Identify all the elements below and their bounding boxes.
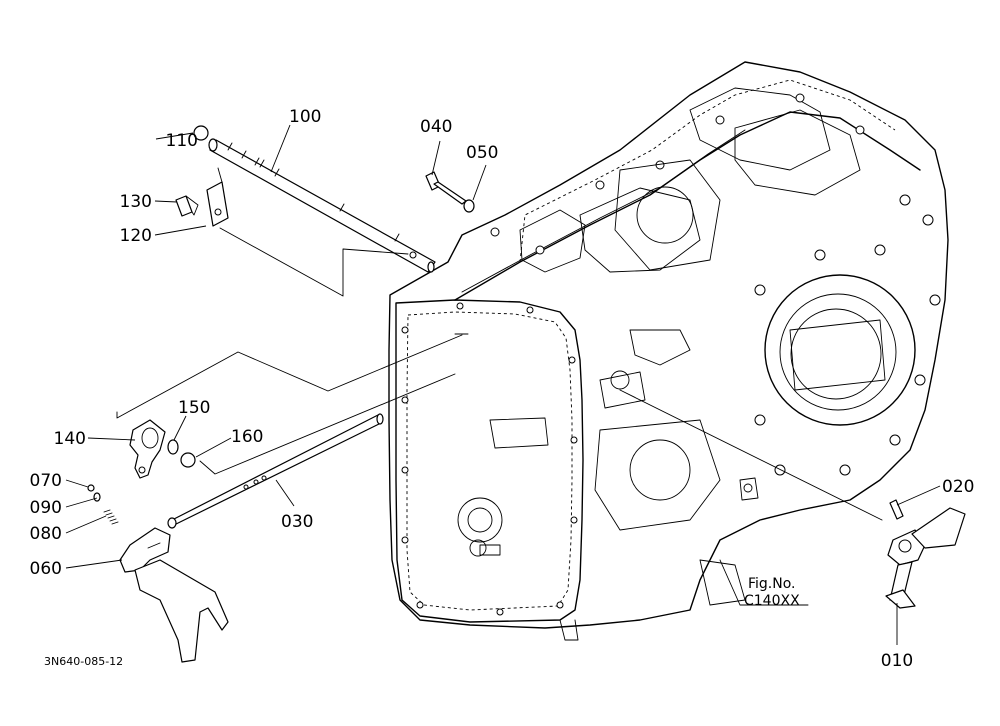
figure-ref-label: Fig.No. — [748, 576, 796, 592]
callout-050: 050 — [466, 143, 498, 163]
callout-leaders — [65, 124, 941, 645]
callout-130: 130 — [120, 192, 152, 212]
drawing-code: 3N640-085-12 — [44, 655, 123, 668]
washer-050 — [463, 199, 475, 213]
callout-070: 070 — [30, 471, 62, 491]
lever-010 — [885, 507, 966, 609]
lever-140 — [129, 419, 166, 479]
callout-080: 080 — [30, 524, 62, 544]
callout-140: 140 — [54, 429, 86, 449]
callout-060: 060 — [30, 559, 62, 579]
callout-010: 010 — [881, 651, 913, 671]
spring-080 — [103, 509, 119, 525]
ball-090 — [93, 492, 101, 502]
assembly-guide-lines — [116, 227, 883, 606]
o-ring-160 — [180, 452, 196, 468]
transmission-case — [388, 61, 949, 641]
callout-120: 120 — [120, 226, 152, 246]
front-face-bolt-holes — [401, 227, 578, 616]
ball-070 — [87, 484, 95, 492]
pin-020 — [889, 499, 904, 520]
plate-120 — [206, 181, 229, 227]
callout-030: 030 — [281, 512, 313, 532]
callout-040: 040 — [420, 117, 452, 137]
shift-fork-060 — [119, 527, 229, 663]
callout-100: 100 — [289, 107, 321, 127]
callout-160: 160 — [231, 427, 263, 447]
bolt-130 — [175, 195, 199, 217]
callout-020: 020 — [942, 477, 974, 497]
flange-bolt-holes — [595, 93, 941, 476]
shaft-100 — [208, 138, 436, 273]
o-ring-110 — [193, 125, 209, 141]
callout-090: 090 — [30, 498, 62, 518]
callout-150: 150 — [178, 398, 210, 418]
bolt-040 — [425, 171, 467, 205]
rod-030 — [167, 413, 384, 529]
callout-110: 110 — [166, 131, 198, 151]
washer-150 — [167, 439, 179, 455]
figure-ref-number: C140XX — [744, 593, 800, 609]
